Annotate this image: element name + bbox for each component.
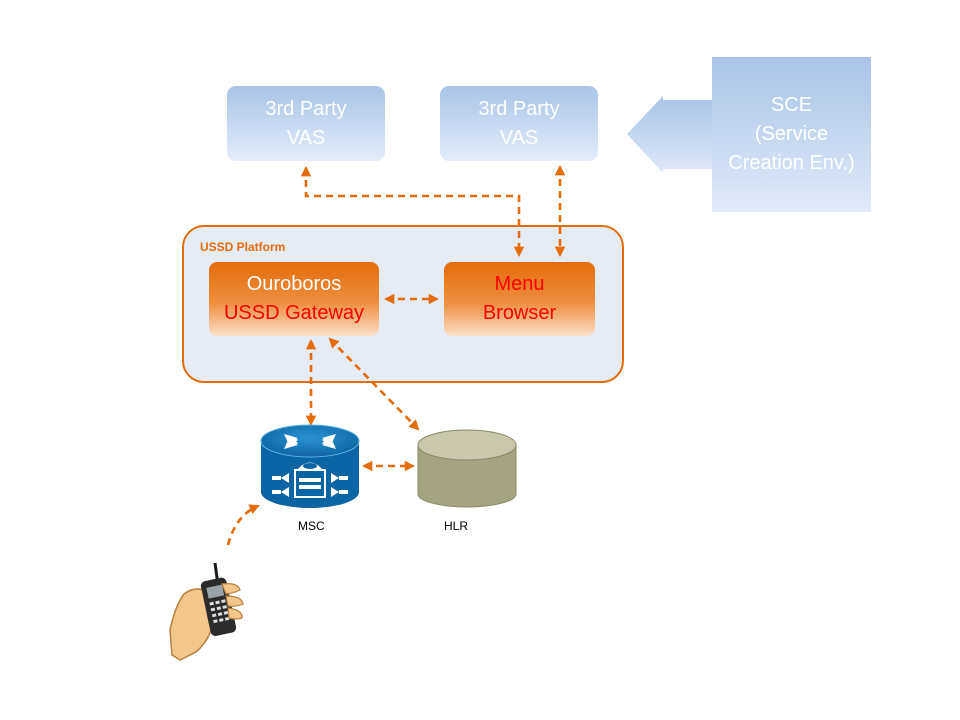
gateway-line1: Ouroboros	[246, 273, 342, 295]
connector-phone-msc	[226, 504, 260, 546]
vas-right-line1: 3rd Party	[478, 97, 560, 120]
msc-label: MSC	[298, 519, 325, 533]
vas-left-line1: 3rd Party	[265, 97, 347, 120]
sce-line2: (Service	[754, 123, 829, 145]
third-party-vas-left: 3rd Party VAS	[227, 86, 385, 161]
third-party-vas-right: 3rd Party VAS	[440, 86, 598, 161]
sce-line3: Creation Env.)	[728, 152, 855, 174]
menu-line1: Menu	[494, 273, 545, 295]
gateway-line2: USSD Gateway	[223, 302, 365, 324]
menu-line2: Browser	[482, 302, 557, 324]
vas-right-line2: VAS	[499, 126, 539, 149]
sce-line1: SCE	[770, 94, 813, 116]
connector-gateway-hlr	[328, 337, 420, 431]
hlr-database-icon	[417, 429, 517, 508]
msc-router-icon	[260, 424, 360, 508]
hlr-label: HLR	[444, 519, 469, 533]
sce-box: SCE (Service Creation Env.)	[712, 57, 871, 212]
sce-arrow-icon	[627, 96, 714, 173]
menu-browser-box: Menu Browser	[444, 262, 595, 336]
vas-left-line2: VAS	[286, 126, 326, 149]
hand-phone-icon	[169, 562, 244, 661]
connector-vas-left-menu	[300, 165, 525, 258]
ussd-gateway-box: Ouroboros USSD Gateway	[209, 262, 379, 336]
ussd-platform-label: USSD Platform	[200, 240, 286, 254]
